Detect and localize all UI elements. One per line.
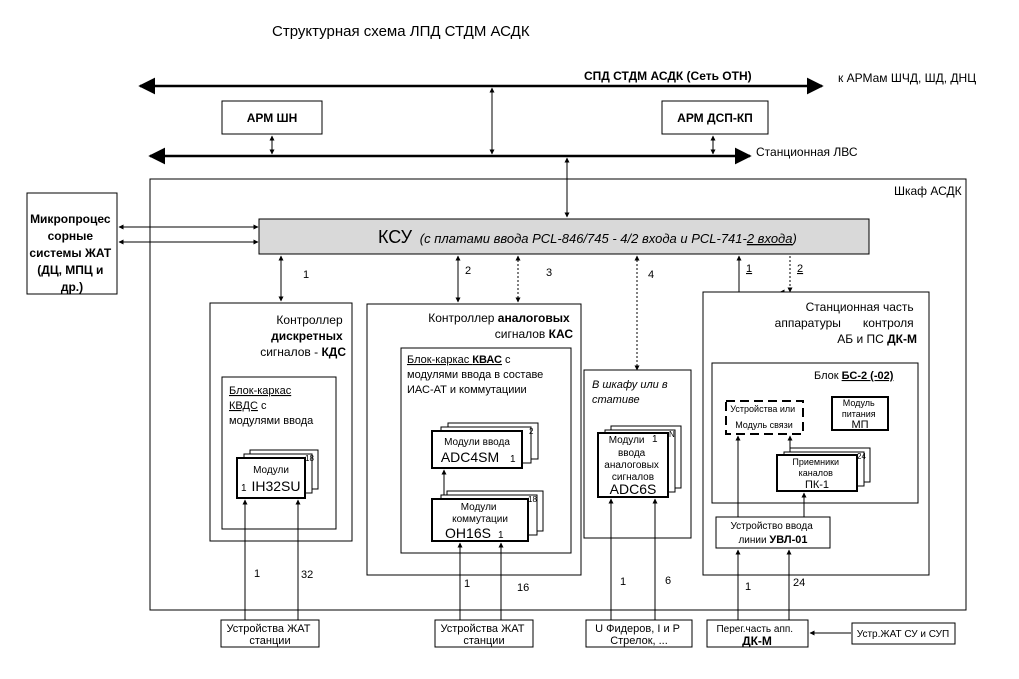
ext-device-box	[851, 622, 956, 645]
bs2-label: Блок БС-2 (-02)	[814, 370, 894, 382]
ih32su-idx: 1	[241, 483, 247, 494]
ksu-box	[258, 218, 870, 255]
adc6s-module	[597, 432, 669, 498]
kvas-title: Блок-каркас КВАС с модулями ввода в сост…	[407, 354, 546, 396]
adc6s-count: N	[669, 430, 675, 439]
comm-module-label: Устройства или Модуль связи	[730, 404, 797, 430]
link-label-2: 2	[465, 265, 471, 277]
adc4sm-idx: 1	[510, 454, 516, 465]
kds-title: Контроллер дискретных сигналов - КДС	[260, 313, 346, 359]
ih32su-label: Модули	[253, 465, 289, 476]
adc6-frame-title: В шкафу или в стативе	[592, 379, 671, 406]
kds-source-label: Устройства ЖАТ станции	[226, 623, 313, 647]
link-label-1: 1	[303, 269, 309, 281]
kds-input-a-label: 1	[254, 568, 260, 580]
oh16s-module	[431, 498, 529, 542]
ext-device-label: Устр.ЖАТ СУ и СУП	[857, 629, 949, 640]
micro-systems-label: Микропроцес сорные системы ЖАТ (ДЦ, МПЦ …	[29, 212, 114, 294]
adc6s-label: Модули ввода аналоговых сигналов	[604, 435, 661, 483]
adc6-input-a-label: 1	[620, 576, 626, 588]
ih32su-count: 18	[305, 454, 314, 463]
otn-bus-label: СПД СТДМ АСДК (Сеть ОТН)	[584, 69, 752, 83]
dk-input-b-label: 24	[793, 577, 805, 589]
mp-power-box	[831, 396, 889, 431]
kas-title: Контроллер аналоговых сигналов КАС	[428, 311, 573, 341]
kas-input-a-label: 1	[464, 578, 470, 590]
kas-input-b-label: 16	[517, 582, 529, 594]
kas-source-label: Устройства ЖАТ станции	[440, 623, 527, 647]
oh16s-code: OH16S	[445, 525, 491, 541]
arm-shn-box	[221, 100, 323, 135]
oh16s-count: 18	[528, 495, 537, 504]
arm-shn-label: АРМ ШН	[247, 111, 298, 125]
ksu-label: КСУ (с платами ввода PCL-846/745 - 4/2 в…	[378, 227, 797, 247]
station-lan-label: Станционная ЛВС	[756, 145, 858, 159]
kvds-title: Блок-каркас КВДС с модулями ввода	[229, 385, 314, 427]
diagram-title: Структурная схема ЛПД СТДМ АСДК	[272, 23, 530, 40]
adc4sm-module	[431, 430, 523, 469]
oh16s-label: Модули коммутации	[452, 502, 508, 525]
asdk-cabinet-label: Шкаф АСДК	[894, 184, 962, 198]
dk-source-label: Перег.часть апп. ДК-М	[716, 619, 797, 648]
arm-dsp-label: АРМ ДСП-КП	[677, 111, 753, 125]
uvl-box	[715, 516, 831, 549]
oh16s-idx: 1	[498, 530, 504, 541]
link-label-5: 1	[746, 263, 752, 275]
pk1-receivers	[776, 454, 858, 492]
uvl-label: Устройство ввода линии УВЛ-01	[730, 521, 815, 546]
adc4sm-label: Модули ввода	[444, 437, 510, 448]
micro-systems-box	[26, 192, 118, 295]
dk-source-box	[706, 619, 809, 648]
otn-bus-destination: к АРМам ШЧД, ШД, ДНЦ	[838, 71, 976, 85]
adc6s-idx: 1	[652, 434, 658, 445]
adc6-source-label: U Фидеров, I и P Стрелок, ...	[595, 623, 683, 647]
adc6-input-b-label: 6	[665, 575, 671, 587]
adc4sm-count: 2	[529, 427, 534, 436]
adc4sm-code: ADC4SM	[441, 449, 499, 465]
ih32su-code: IH32SU	[251, 478, 300, 494]
kas-source-box	[434, 619, 534, 648]
link-label-4: 4	[648, 269, 654, 281]
ih32su-module	[236, 457, 306, 499]
link-label-6: 2	[797, 263, 803, 275]
pk1-label: Приемники каналов ПК-1	[792, 457, 841, 491]
adc6s-code: ADC6S	[610, 481, 657, 497]
pk1-count: 24	[857, 452, 866, 461]
adc6-source-box	[585, 619, 693, 648]
comm-module-box	[725, 400, 804, 435]
dk-input-a-label: 1	[745, 581, 751, 593]
kds-source-box	[220, 619, 320, 648]
link-label-3: 3	[546, 267, 552, 279]
arm-dsp-box	[661, 100, 769, 135]
mp-power-label: Модуль питания МП	[842, 398, 878, 431]
kds-input-b-label: 32	[301, 569, 313, 581]
